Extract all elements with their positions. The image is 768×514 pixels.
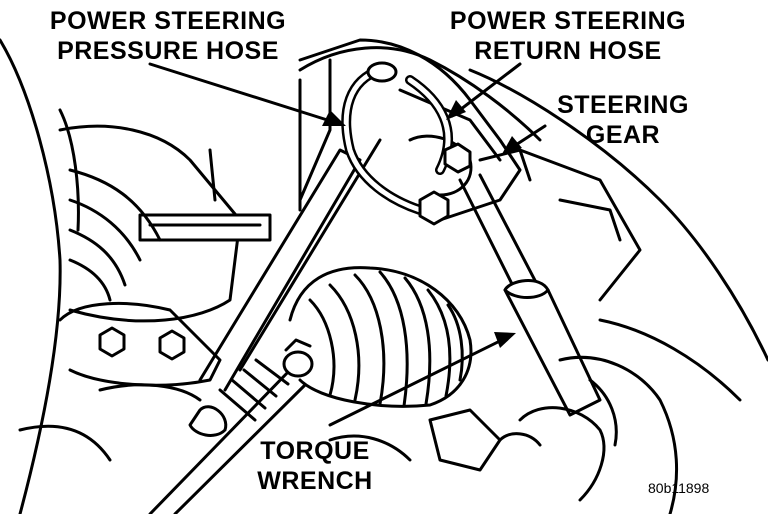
return-hose — [405, 75, 472, 175]
torque-wrench — [148, 338, 314, 514]
left-cv-boot — [58, 124, 272, 323]
label-pressure-hose-line1: POWER STEERING — [49, 7, 287, 35]
label-return-hose-line2: RETURN HOSE — [474, 37, 662, 65]
return-hose-leader — [450, 62, 522, 118]
label-torque-wrench-line2: WRENCH — [257, 467, 373, 495]
label-pressure-hose: POWER STEERING PRESSURE HOSE — [28, 6, 308, 66]
label-steering-gear: STEERING GEAR — [548, 90, 698, 150]
label-steering-gear-line2: GEAR — [585, 121, 661, 149]
figure-reference-code: 80b11898 — [648, 480, 710, 496]
label-return-hose-line1: POWER STEERING — [449, 7, 687, 35]
lower-structure — [18, 383, 412, 462]
pressure-hose-arrowhead — [322, 110, 346, 126]
tie-rod-extension — [458, 173, 602, 417]
label-torque-wrench: TORQUE WRENCH — [235, 436, 395, 496]
label-torque-wrench-line1: TORQUE — [260, 437, 370, 465]
hub-bolts — [58, 302, 222, 387]
hand — [428, 355, 678, 514]
label-return-hose: POWER STEERING RETURN HOSE — [428, 6, 708, 66]
pressure-hose — [341, 61, 450, 226]
center-cv-boot — [288, 266, 473, 408]
steering-gear-arrowhead — [502, 136, 522, 154]
pressure-hose-leader — [148, 62, 342, 126]
torque-wrench-arrowhead — [494, 332, 516, 348]
leader-arrows — [148, 62, 547, 427]
steering-gear-housing — [298, 38, 532, 222]
return-hose-arrowhead — [446, 100, 466, 120]
label-steering-gear-line1: STEERING — [557, 91, 689, 119]
label-pressure-hose-line2: PRESSURE HOSE — [57, 37, 279, 65]
torque-wrench-leader — [328, 334, 512, 427]
